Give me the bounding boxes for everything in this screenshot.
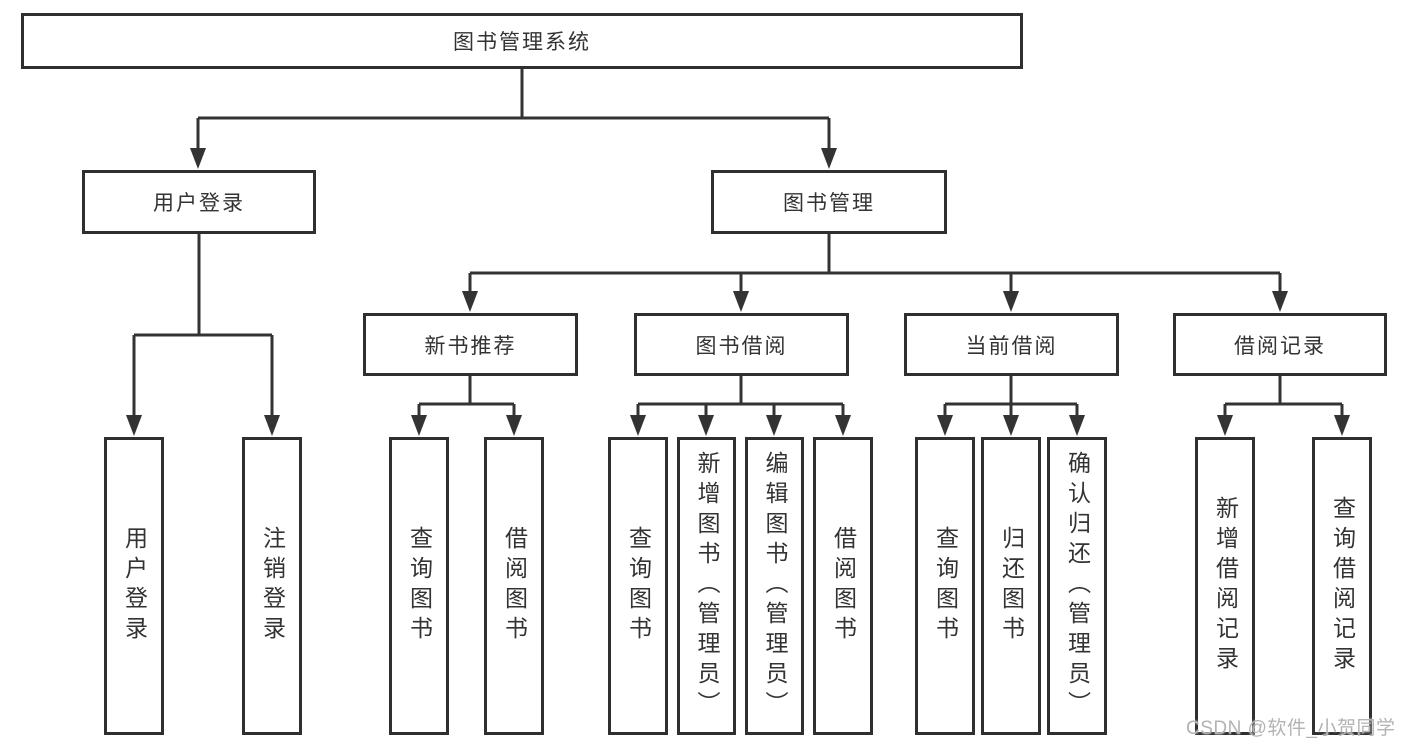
node-logout-action: 注销登录 <box>242 437 302 735</box>
node-records-add-borrow-record: 新增借阅记录 <box>1195 437 1255 735</box>
node-book-management-branch: 图书管理 <box>711 170 947 234</box>
node-label: 用户登录 <box>121 526 148 646</box>
node-new-book-recommendation: 新书推荐 <box>363 313 578 376</box>
node-borrowing-records: 借阅记录 <box>1173 313 1387 376</box>
node-label: 图书借阅 <box>695 334 788 358</box>
node-borrowing-add-books-admin: 新增图书（管理员） <box>677 437 736 735</box>
node-borrowing-borrow-books: 借阅图书 <box>813 437 873 735</box>
node-book-borrowing: 图书借阅 <box>634 313 849 376</box>
node-label: 借阅记录 <box>1234 334 1326 358</box>
node-current-return-books: 归还图书 <box>981 437 1041 735</box>
node-borrowing-edit-books-admin: 编辑图书（管理员） <box>745 437 804 735</box>
node-label: 当前借阅 <box>965 334 1058 358</box>
node-current-query-books: 查询图书 <box>915 437 975 735</box>
node-label: 查询图书 <box>625 526 652 646</box>
node-label: 查询图书 <box>932 526 959 646</box>
node-user-login-action: 用户登录 <box>104 437 164 735</box>
node-records-query-borrow-record: 查询借阅记录 <box>1312 437 1372 735</box>
node-label: 图书管理系统 <box>453 31 591 54</box>
node-label: 图书管理 <box>783 192 875 215</box>
node-label: 确认归还（管理员） <box>1064 451 1091 721</box>
node-label: 编辑图书（管理员） <box>762 451 788 721</box>
node-label: 新增图书（管理员） <box>694 451 720 721</box>
node-label: 注销登录 <box>259 526 286 646</box>
node-label: 新增借阅记录 <box>1212 496 1239 676</box>
node-newbooks-query-books: 查询图书 <box>389 437 449 735</box>
node-current-borrowing: 当前借阅 <box>904 313 1119 376</box>
node-label: 借阅图书 <box>501 526 528 646</box>
node-label: 查询图书 <box>406 526 433 646</box>
node-current-confirm-return-admin: 确认归还（管理员） <box>1047 437 1107 735</box>
node-label: 查询借阅记录 <box>1329 496 1356 676</box>
node-label: 新书推荐 <box>424 334 517 358</box>
node-borrowing-query-books: 查询图书 <box>608 437 668 735</box>
node-user-login-branch: 用户登录 <box>82 170 316 234</box>
csdn-watermark: CSDN @软件_小贺同学 <box>1186 718 1396 739</box>
node-root-system: 图书管理系统 <box>21 13 1023 69</box>
node-label: 归还图书 <box>998 526 1025 646</box>
node-label: 借阅图书 <box>830 526 857 646</box>
node-newbooks-borrow-books: 借阅图书 <box>484 437 544 735</box>
node-label: 用户登录 <box>153 192 245 215</box>
